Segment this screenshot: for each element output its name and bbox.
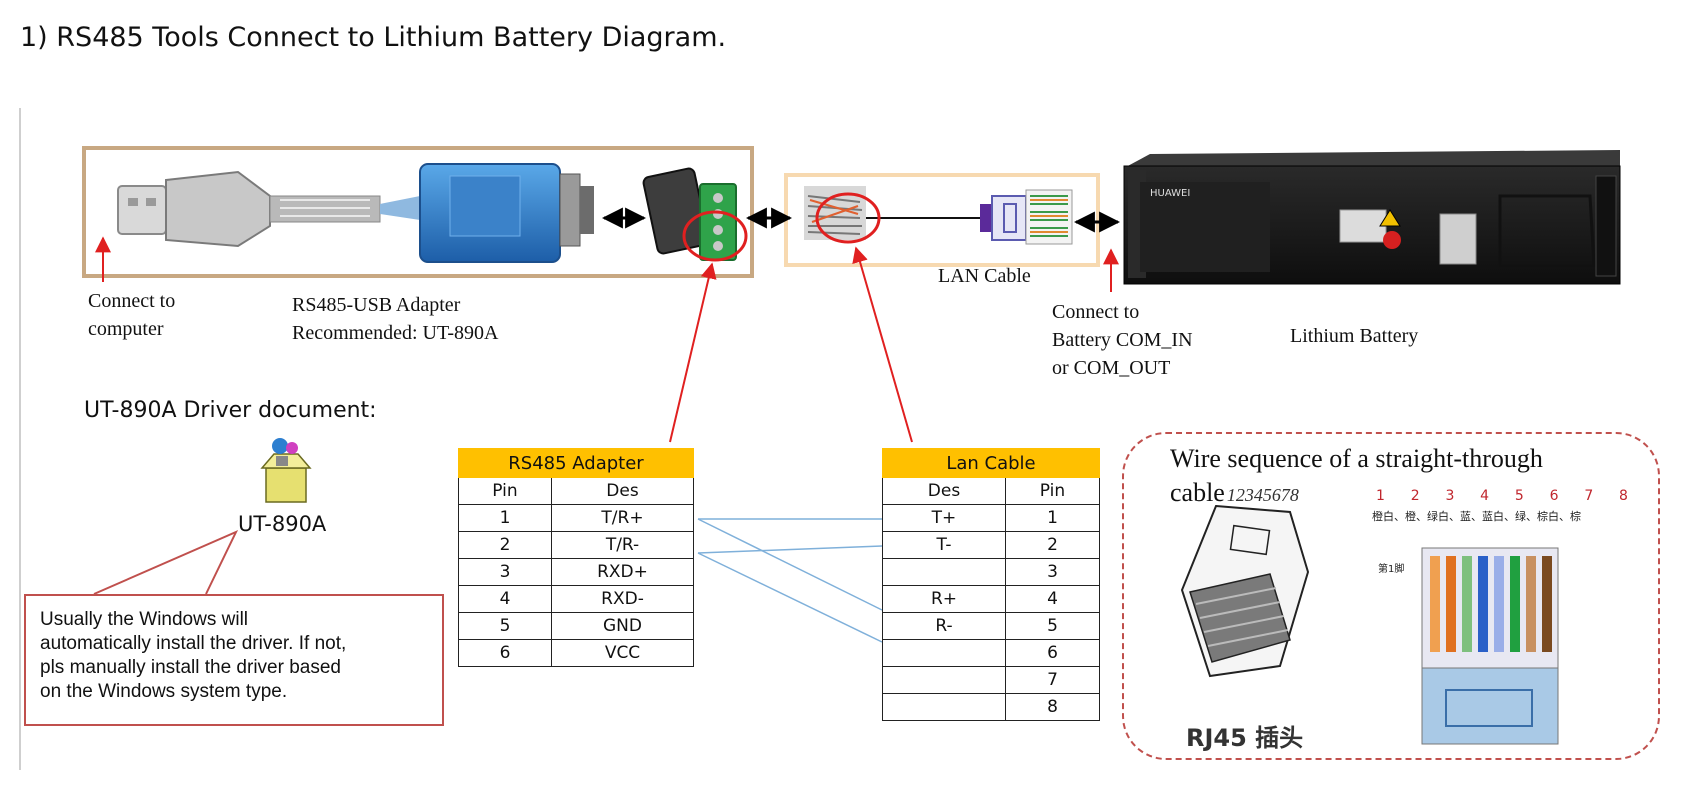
lan-cell: [882, 639, 1006, 667]
note-line4: on the Windows system type.: [40, 681, 288, 702]
first-pin-label: 第1脚: [1378, 564, 1405, 575]
rs485-col-pin: Pin: [458, 477, 552, 505]
lan-cell: 4: [1005, 585, 1100, 613]
pin-number-row: 1 2 3 4 5 6 7 8: [1376, 488, 1628, 504]
driver-package-icon: [260, 438, 312, 503]
rj45-plug-icon: [1180, 504, 1310, 678]
wire-seq-line1: Wire sequence of a straight-through: [1170, 444, 1543, 473]
left-margin-rule: [19, 108, 21, 770]
rs485-cell: 1: [458, 504, 552, 532]
rs485-cell: 3: [458, 558, 552, 586]
wire-seq-line2: cable: [1170, 478, 1225, 507]
wire-sequence-title: Wire sequence of a straight-through cabl…: [1170, 442, 1543, 512]
note-line2: automatically install the driver. If not…: [40, 633, 347, 654]
connect-battery-line3: or COM_OUT: [1052, 357, 1171, 379]
lithium-battery-label: Lithium Battery: [1290, 325, 1419, 347]
rs485-cell: 2: [458, 531, 552, 559]
lan-cell: 6: [1005, 639, 1100, 667]
lan-col-des: Des: [882, 477, 1006, 505]
lithium-battery-icon: HUAWEI: [1123, 150, 1621, 285]
pin-number: 6: [1549, 488, 1559, 504]
driver-icon-label[interactable]: UT-890A: [238, 512, 327, 536]
rs485-cell: T/R+: [551, 504, 694, 532]
lan-cell: 2: [1005, 531, 1100, 559]
adapter-recommended: Recommended: UT-890A: [292, 322, 499, 344]
connect-computer-label: Connect to computer: [88, 287, 175, 343]
driver-doc-label: UT-890A Driver document:: [84, 398, 377, 423]
driver-note-callout: Usually the Windows will automatically i…: [24, 594, 444, 726]
rs485-cell: RXD-: [551, 585, 694, 613]
adapter-label: RS485-USB Adapter Recommended: UT-890A: [292, 291, 498, 347]
lan-cell: 8: [1005, 693, 1100, 721]
lan-cell: 7: [1005, 666, 1100, 694]
rs485-cell: VCC: [551, 639, 694, 667]
db9-terminal-icon: [642, 167, 737, 261]
lan-cell: R+: [882, 585, 1006, 613]
adapter-name: RS485-USB Adapter: [292, 294, 461, 316]
pin-number: 4: [1480, 488, 1490, 504]
lan-table-header: Lan Cable: [882, 448, 1100, 478]
rj45-digits: 12345678: [1226, 485, 1299, 505]
rs485-usb-adapter-icon: [380, 163, 594, 263]
connect-battery-line1: Connect to: [1052, 301, 1140, 323]
lan-cell: R-: [882, 612, 1006, 640]
page-title: 1) RS485 Tools Connect to Lithium Batter…: [20, 22, 727, 53]
table-row: 3: [882, 558, 1100, 586]
connect-battery-label: Connect to Battery COM_IN or COM_OUT: [1052, 298, 1193, 382]
lan-cell: 3: [1005, 558, 1100, 586]
pin-link-lines: [697, 518, 883, 643]
rs485-cell: RXD+: [551, 558, 694, 586]
table-row: 7: [882, 666, 1100, 694]
rs485-cell: T/R-: [551, 531, 694, 559]
note-line1: Usually the Windows will: [40, 609, 249, 630]
svg-text:HUAWEI: HUAWEI: [1150, 188, 1190, 199]
lan-cell: T+: [882, 504, 1006, 532]
table-row: T+1: [882, 504, 1100, 532]
table-row: T-2: [882, 531, 1100, 559]
table-row: 6: [882, 639, 1100, 667]
rs485-cell: 5: [458, 612, 552, 640]
table-row: 8: [882, 693, 1100, 721]
connect-battery-line2: Battery COM_IN: [1052, 329, 1193, 351]
rs485-cell: GND: [551, 612, 694, 640]
rs485-col-des: Des: [551, 477, 694, 505]
lan-cable-label: LAN Cable: [938, 265, 1031, 287]
lan-col-pin: Pin: [1005, 477, 1100, 505]
lan-cell: 5: [1005, 612, 1100, 640]
rj45-color-coded-icon: [1421, 547, 1559, 745]
lan-cell: [882, 693, 1006, 721]
lan-cell: [882, 558, 1006, 586]
pin-number: 7: [1584, 488, 1594, 504]
rs485-cell: 4: [458, 585, 552, 613]
pin-colors-text: 橙白、橙、绿白、蓝、蓝白、绿、棕白、棕: [1372, 510, 1581, 523]
table-row: R-5: [882, 612, 1100, 640]
lan-cable-table: Lan Cable Des Pin T+1 T-2 3 R+4 R-5 6 7 …: [882, 448, 1100, 721]
rs485-table-header: RS485 Adapter: [458, 448, 694, 478]
lan-cell: [882, 666, 1006, 694]
pin-number: 3: [1445, 488, 1455, 504]
wire-sequence-frame: [1122, 432, 1660, 760]
usb-plug-icon: [117, 170, 381, 248]
lan-cell: T-: [882, 531, 1006, 559]
pin-number: 2: [1410, 488, 1420, 504]
pin-number: 8: [1619, 488, 1628, 504]
connect-computer-line2: computer: [88, 318, 164, 340]
rs485-cell: 6: [458, 639, 552, 667]
rj45-caption: RJ45 插头: [1186, 724, 1304, 752]
connect-computer-line1: Connect to: [88, 290, 176, 312]
pin-number: 5: [1514, 488, 1524, 504]
table-row: R+4: [882, 585, 1100, 613]
pin-number: 1: [1376, 488, 1385, 504]
note-line3: pls manually install the driver based: [40, 657, 341, 678]
lan-cell: 1: [1005, 504, 1100, 532]
